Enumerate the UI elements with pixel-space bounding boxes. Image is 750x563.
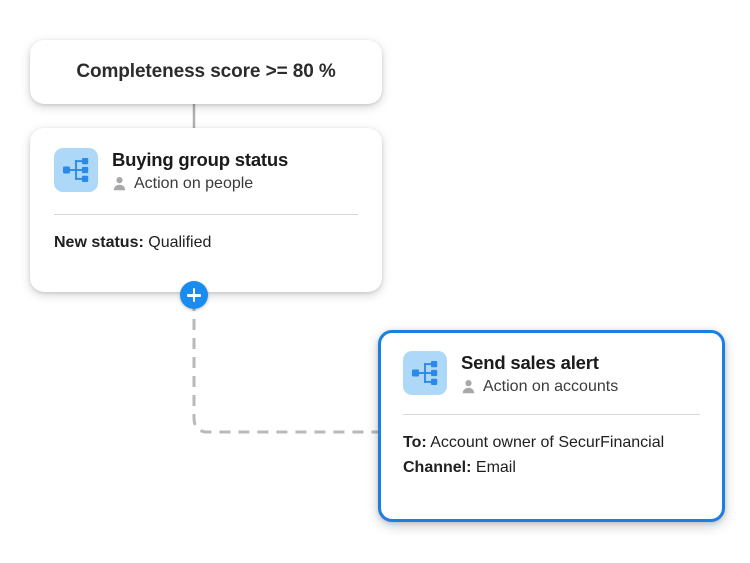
detail-value: Account owner of SecurFinancial — [430, 434, 665, 452]
card-divider — [54, 214, 358, 216]
hierarchy-icon — [403, 351, 447, 395]
card-header-text: Send sales alert Action on accounts — [461, 351, 618, 395]
card-subtitle-row: Action on people — [112, 175, 288, 193]
detail-row: New status: Qualified — [54, 231, 358, 256]
action-node-send-sales-alert[interactable]: Send sales alert Action on accounts To: … — [378, 330, 725, 522]
detail-row: To: Account owner of SecurFinancial — [403, 431, 700, 456]
detail-row: Channel: Email — [403, 456, 700, 481]
card-header-text: Buying group status Action on people — [112, 148, 288, 192]
card-subtitle: Action on accounts — [483, 377, 619, 395]
detail-value: Qualified — [148, 234, 212, 252]
condition-node[interactable]: Completeness score >= 80 % — [30, 40, 382, 104]
card-body: Send sales alert Action on accounts To: … — [381, 333, 722, 519]
card-title: Send sales alert — [461, 352, 599, 373]
card-body: Buying group status Action on people New… — [30, 128, 382, 292]
card-title: Buying group status — [112, 149, 289, 170]
card-divider — [403, 414, 700, 416]
action-node-buying-group-status[interactable]: Buying group status Action on people New… — [30, 128, 382, 292]
hierarchy-icon — [54, 148, 98, 192]
condition-node-text: Completeness score >= 80 % — [76, 61, 336, 82]
detail-key: To: — [403, 434, 427, 452]
card-details: New status: Qualified — [54, 215, 358, 256]
card-subtitle-row: Action on accounts — [461, 378, 618, 396]
card-header: Send sales alert Action on accounts — [403, 351, 700, 395]
connector-buying-group-to-sales-alert — [192, 300, 378, 434]
detail-key: Channel: — [403, 459, 472, 477]
person-icon — [113, 177, 126, 191]
plus-icon-vertical — [192, 288, 196, 302]
card-details: To: Account owner of SecurFinancial Chan… — [403, 415, 700, 481]
person-icon — [462, 380, 475, 394]
card-header: Buying group status Action on people — [54, 148, 358, 192]
detail-value: Email — [475, 459, 516, 477]
add-step-button[interactable] — [180, 281, 208, 309]
card-subtitle: Action on people — [134, 174, 254, 192]
detail-key: New status: — [54, 234, 144, 252]
